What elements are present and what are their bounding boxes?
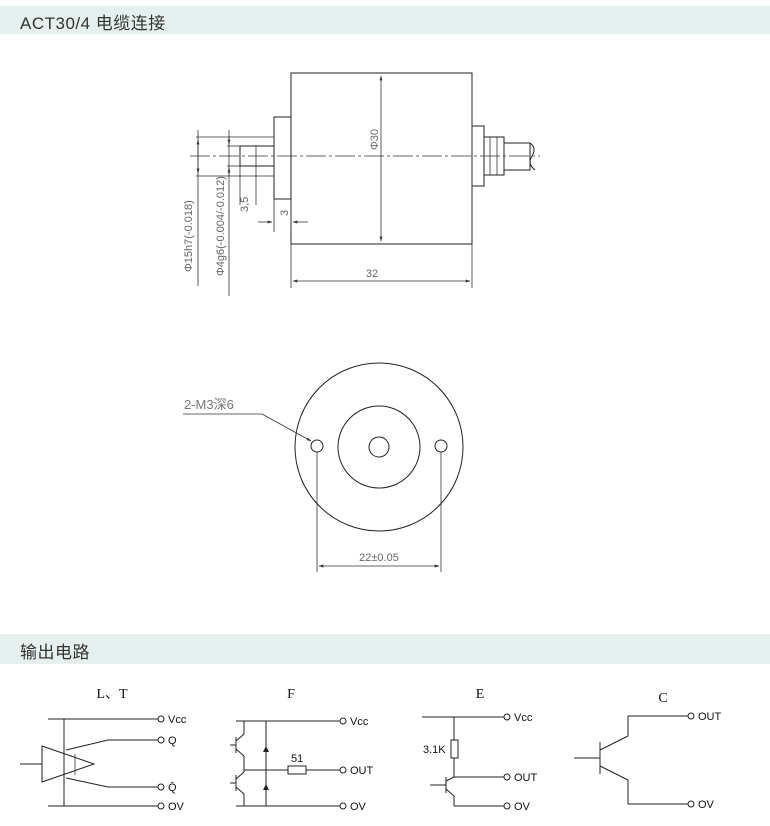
cable: [503, 142, 531, 171]
front-flange: [273, 116, 292, 200]
circuit-title: F: [287, 687, 295, 702]
dim-shaft: Φ4g6(-0.004/-0.012): [215, 176, 227, 276]
front-view: 2-M3深6 22±0.05: [183, 362, 464, 572]
circuit-title: E: [476, 687, 485, 702]
circuit-f: F 51 Vcc OUT OV: [230, 687, 374, 813]
label-vcc: Vcc: [350, 716, 369, 728]
side-view: Φ30 32 3 3,5 Φ15h7(-0.018) Φ4g6(-0.004/-…: [183, 72, 540, 296]
label-vcc: Vcc: [514, 712, 533, 724]
hole-label: 2-M3深6: [184, 397, 234, 412]
circuit-title: C: [658, 691, 667, 706]
section-title: 输出电路: [20, 643, 90, 662]
resistor-label: 51: [291, 753, 303, 765]
mount-hole-right: [434, 439, 448, 453]
amplifier-symbol: [41, 745, 96, 783]
label-ov: OV: [514, 801, 531, 813]
front-hub: [337, 405, 421, 489]
label-out: OUT: [698, 711, 722, 723]
label-q: Q: [168, 735, 177, 747]
label-ov: OV: [168, 801, 185, 813]
label-qbar: Q̄: [168, 781, 177, 794]
label-out: OUT: [514, 772, 538, 784]
resistor: [450, 739, 459, 759]
resistor-label: 3.1K: [423, 744, 446, 756]
label-ov: OV: [698, 799, 715, 811]
circuit-lt: L、T Vcc Q Q̄ OV: [20, 687, 187, 813]
encoder-body: [290, 72, 473, 245]
front-outline: [294, 362, 464, 532]
dim-shaft-length: 3,5: [239, 197, 251, 212]
section-header-connection: ACT30/4 电缆连接: [0, 6, 770, 34]
dim-length: 32: [366, 268, 378, 280]
resistor: [287, 765, 307, 775]
circuit-title: L、T: [96, 687, 128, 702]
dim-flange: 3: [279, 210, 291, 216]
dim-hole-spacing: 22±0.05: [359, 552, 399, 564]
shaft-hole: [368, 436, 390, 458]
label-vcc: Vcc: [168, 714, 187, 726]
circuit-e: E 3.1K Vcc OUT OV: [422, 687, 538, 813]
section-header-output-circuit: 输出电路: [0, 634, 770, 664]
dim-hub: Φ15h7(-0.018): [183, 200, 195, 272]
circuit-c: C OUT OV: [574, 691, 722, 811]
label-ov: OV: [350, 801, 367, 813]
dim-diameter: Φ30: [369, 129, 381, 150]
section-title: ACT30/4 电缆连接: [20, 14, 166, 33]
label-out: OUT: [350, 765, 374, 777]
mount-hole-left: [310, 439, 324, 453]
